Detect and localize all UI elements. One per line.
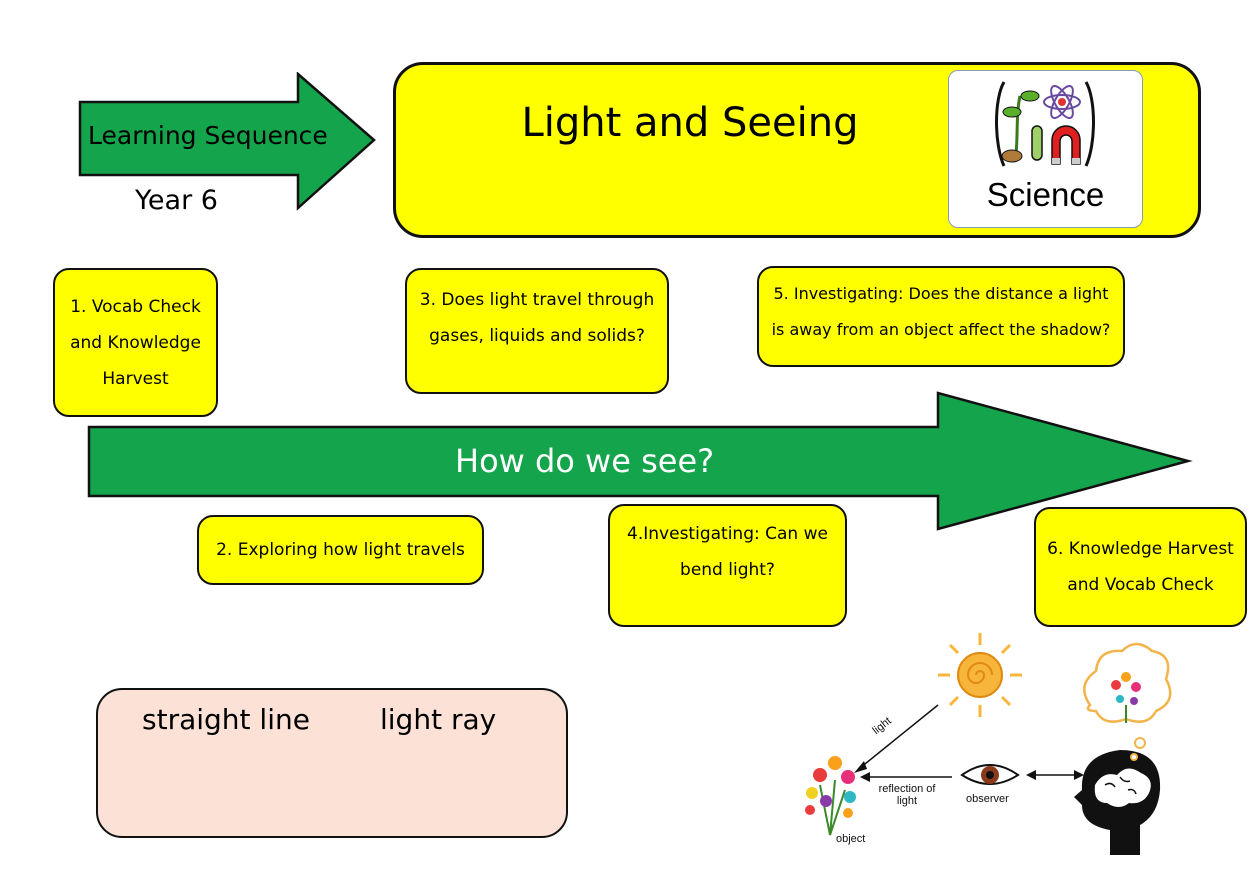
science-label: Science — [986, 176, 1105, 213]
main-arrow-label: How do we see? — [455, 442, 715, 480]
vocab-word-straight-line: straight line — [142, 703, 310, 736]
page-title: Light and Seeing — [521, 100, 859, 146]
observer-label: observer — [966, 793, 1009, 805]
thought-bubble-icon — [1083, 642, 1172, 761]
step-6-box: 6. Knowledge Harvest and Vocab Check — [1034, 507, 1247, 627]
main-arrow — [87, 391, 1193, 531]
science-icon — [995, 81, 1095, 167]
reflection-label: reflection of light — [878, 783, 936, 807]
how-we-see-illustration — [805, 633, 1172, 855]
sun-icon — [938, 633, 1022, 717]
object-label: object — [836, 833, 866, 845]
vocab-box — [96, 688, 568, 838]
step-2-box: 2. Exploring how light travels — [197, 515, 484, 585]
step-5-box: 5. Investigating: Does the distance a li… — [757, 266, 1125, 367]
vocab-word-light-ray: light ray — [380, 703, 497, 736]
science-logo-card — [948, 70, 1143, 228]
head-icon — [1074, 750, 1161, 855]
learning-sequence-label: Learning Sequence — [88, 121, 328, 150]
step-1-box: 1. Vocab Check and Knowledge Harvest — [53, 268, 218, 417]
flower-bouquet-icon — [805, 756, 856, 836]
learning-sequence-arrow — [78, 72, 376, 211]
step-4-box: 4.Investigating: Can we bend light? — [608, 504, 847, 627]
step-3-box: 3. Does light travel through gases, liqu… — [405, 268, 669, 394]
year-label: Year 6 — [135, 185, 218, 216]
eye-icon — [960, 764, 1020, 785]
